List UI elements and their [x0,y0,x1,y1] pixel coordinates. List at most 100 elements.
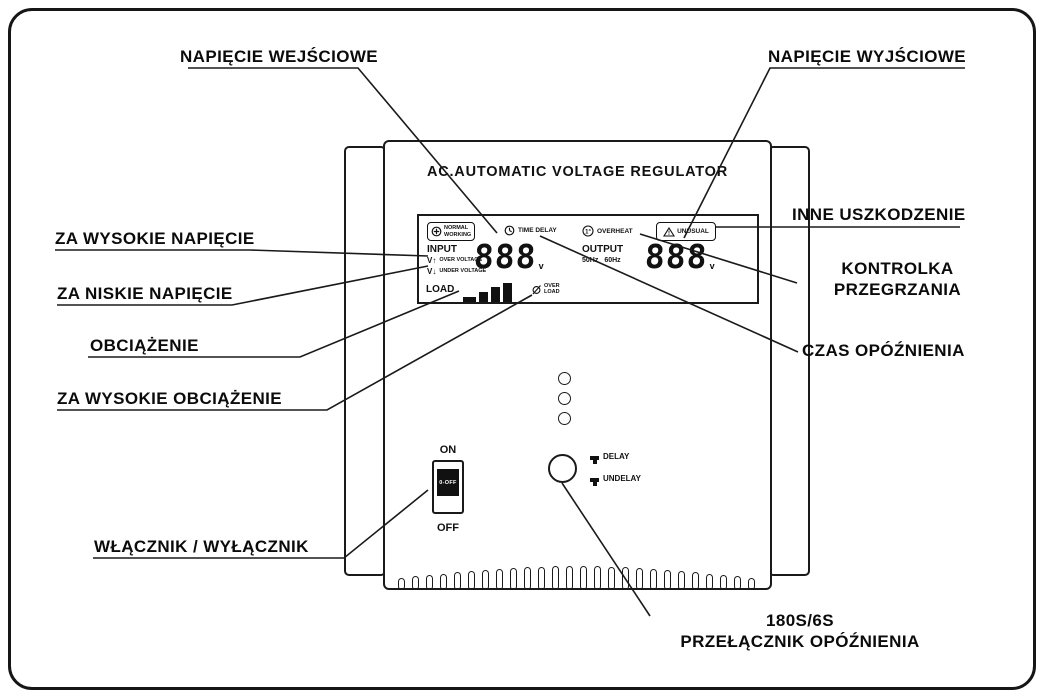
label-overheat-line2: PRZEGRZANIA [833,280,962,300]
vent-slot [706,574,713,590]
clock-icon [504,225,515,236]
label-delay-switch: 180S/6S PRZEŁĄCZNIK OPÓŹNIENIA [630,610,970,653]
label-overheat-line1: KONTROLKA [841,259,954,278]
vent-slot [678,571,685,590]
vent-slot [664,570,671,590]
vent-slot [538,567,545,590]
undelay-option: UNDELAY [590,474,641,486]
vent-slot [594,566,601,590]
delay-label: DELAY [603,452,630,461]
vent-slot [482,570,489,590]
v-down-symbol: V↓ [427,267,437,276]
vent-slot [398,578,405,590]
label-overload: ZA WYSOKIE OBCIĄŻENIE [57,389,283,408]
output-voltage-display: 888 v [644,237,715,276]
label-power-switch: WŁĄCZNIK / WYŁĄCZNIK [94,537,309,556]
mounting-flange-left [344,146,386,576]
load-bar-graph [463,278,512,302]
vent-slot [608,567,615,590]
vent-slot [692,572,699,590]
load-label: LOAD [426,284,455,295]
vent-slot [566,566,573,590]
vent-slot [426,575,433,590]
over-voltage-label: OVER VOLTAGE [439,257,483,264]
overheat-indicator: 1° OVERHEAT [582,225,633,237]
frequency-labels: 50Hz 60Hz [582,257,621,264]
off-label: OFF [437,522,459,534]
label-delay-switch-line1: 180S/6S [765,611,835,630]
output-display-unit: v [709,261,715,271]
output-display-digits: 888 [644,237,709,276]
overheat-label: OVERHEAT [597,227,633,235]
vent-slot [580,566,587,590]
overheat-icon: 1° [582,225,594,237]
freq-60hz: 60Hz [604,257,621,264]
device-title: AC.AUTOMATIC VOLTAGE REGULATOR [426,164,729,180]
vent-slot [636,568,643,590]
over-voltage-indicator: V↑ OVER VOLTAGE [427,256,482,265]
device-body: AC.AUTOMATIC VOLTAGE REGULATOR NORMAL WO… [383,140,772,590]
svg-text:!: ! [668,231,670,237]
input-label: INPUT [427,244,457,255]
vent-slot [748,578,755,590]
time-delay-label: TIME DELAY [518,227,557,234]
normal-label-line2: WORKING [444,231,472,238]
overload-icon [532,284,541,295]
output-label: OUTPUT [582,244,624,255]
outer-frame [8,8,1036,690]
overload-label-line2: LOAD [544,289,560,296]
vent-slot [552,566,559,590]
delay-option: DELAY [590,452,630,464]
label-input-voltage: NAPIĘCIE WEJŚCIOWE [180,47,379,66]
lcd-panel: NORMAL WORKING TIME DELAY 1° OVERHEAT [417,214,759,304]
delay-push-button [548,454,577,483]
plus-circle-icon [431,226,442,237]
load-bar-2 [479,292,488,302]
vent-slot [468,571,475,590]
power-switch-rocker: 0-OFF [437,469,459,496]
on-label: ON [439,444,457,456]
label-output-voltage: NAPIĘCIE WYJŚCIOWE [768,47,967,66]
input-display-digits: 888 [473,237,538,276]
load-bar-1 [463,297,476,302]
vent-slot [734,576,741,590]
vent-slots [398,560,760,590]
label-overheat-indicator: KONTROLKA PRZEGRZANIA [795,258,1000,301]
vent-slot [440,574,447,590]
label-load: OBCIĄŻENIE [90,336,199,355]
button-released-icon [590,478,599,486]
overload-indicator: OVER LOAD [531,283,560,296]
panel-hole-3 [558,412,571,425]
vent-slot [650,569,657,590]
input-display-unit: v [538,261,544,271]
vent-slot [510,568,517,590]
input-voltage-display: 888 v [473,237,544,276]
normal-working-indicator: NORMAL WORKING [427,222,476,241]
svg-text:1°: 1° [585,229,591,235]
load-bar-4 [503,283,512,302]
switch-face-text: 0-OFF [439,479,457,486]
label-under-voltage: ZA NISKIE NAPIĘCIE [57,284,233,303]
time-delay-indicator: TIME DELAY [504,225,557,236]
label-other-fault: INNE USZKODZENIE [792,205,966,224]
under-voltage-indicator: V↓ UNDER VOLTAGE [427,267,486,276]
freq-50hz: 50Hz [582,257,599,264]
vent-slot [524,567,531,590]
undelay-label: UNDELAY [603,474,641,483]
load-bar-3 [491,287,500,302]
under-voltage-label: UNDER VOLTAGE [439,268,487,275]
vent-slot [720,575,727,590]
power-switch: 0-OFF [432,460,464,514]
vent-slot [496,569,503,590]
panel-hole-2 [558,392,571,405]
v-up-symbol: V↑ [427,256,437,265]
vent-slot [454,572,461,590]
label-over-voltage: ZA WYSOKIE NAPIĘCIE [55,229,255,248]
normal-label-line1: NORMAL [444,225,469,232]
button-pressed-icon [590,456,599,464]
label-delay-time: CZAS OPÓŹNIENIA [802,341,965,360]
panel-hole-1 [558,372,571,385]
vent-slot [622,567,629,590]
unusual-label: UNUSUAL [677,228,709,235]
